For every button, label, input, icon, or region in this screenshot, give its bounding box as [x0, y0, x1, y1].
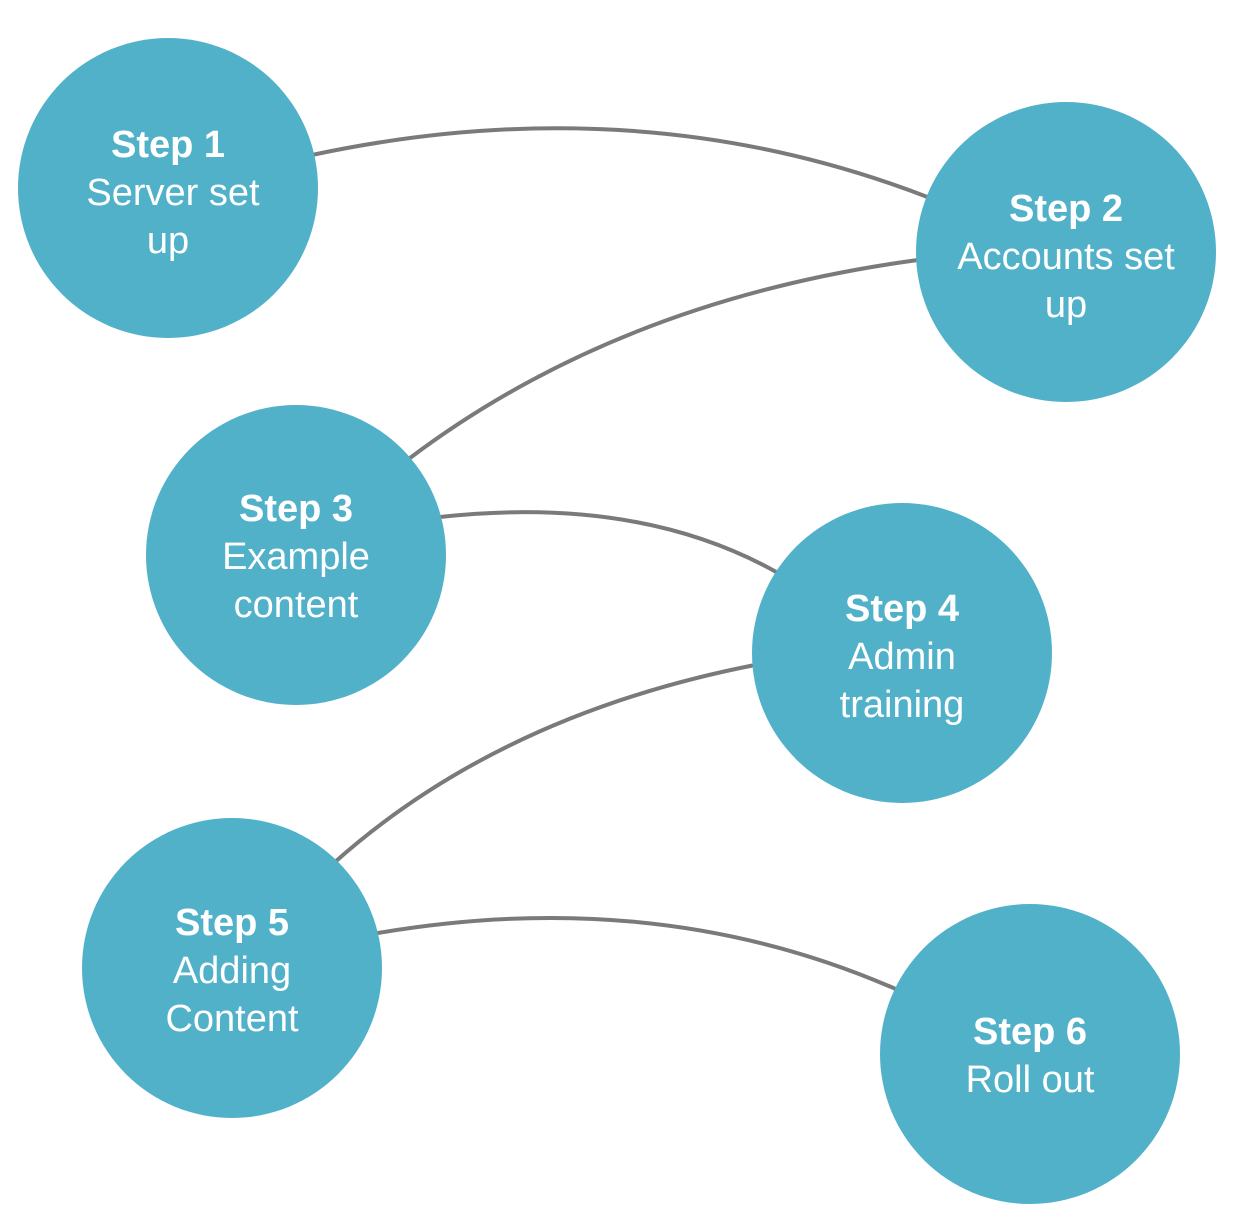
- connector-step1-step2: [310, 126, 932, 200]
- step-description-line: Adding: [173, 950, 291, 992]
- step-description-line: training: [840, 684, 965, 726]
- step-description-line: Content: [165, 998, 299, 1040]
- step-circle: [916, 102, 1216, 402]
- connector-step5-step6: [376, 916, 900, 992]
- step-description-line: Admin: [848, 636, 956, 678]
- connectors: [310, 126, 932, 992]
- step-title: Step 6: [973, 1011, 1087, 1053]
- step-circle: [18, 38, 318, 338]
- step-title: Step 5: [175, 902, 289, 944]
- step-node-5: Step 5 Adding Content: [82, 818, 382, 1118]
- step-description-line: up: [147, 220, 189, 262]
- step-node-4: Step 4 Admin training: [752, 503, 1052, 803]
- step-description-line: Accounts set: [957, 236, 1175, 278]
- step-description-line: Server set: [86, 172, 260, 214]
- step-description-line: up: [1045, 284, 1087, 326]
- connector-step2-step3: [408, 258, 920, 460]
- step-node-2: Step 2 Accounts set up: [916, 102, 1216, 402]
- step-description-line: Example: [222, 536, 370, 578]
- step-node-6: Step 6 Roll out: [880, 904, 1180, 1204]
- step-circle: [752, 503, 1052, 803]
- connector-step3-step4: [438, 510, 780, 575]
- step-circle: [146, 405, 446, 705]
- step-title: Step 3: [239, 488, 353, 530]
- connector-step4-step5: [333, 663, 757, 864]
- step-node-3: Step 3 Example content: [146, 405, 446, 705]
- step-title: Step 2: [1009, 188, 1123, 230]
- step-node-1: Step 1 Server set up: [18, 38, 318, 338]
- step-description-line: Roll out: [966, 1059, 1095, 1101]
- step-title: Step 1: [111, 124, 225, 166]
- step-circle: [82, 818, 382, 1118]
- step-circle: [880, 904, 1180, 1204]
- step-title: Step 4: [845, 588, 959, 630]
- step-description-line: content: [234, 584, 359, 626]
